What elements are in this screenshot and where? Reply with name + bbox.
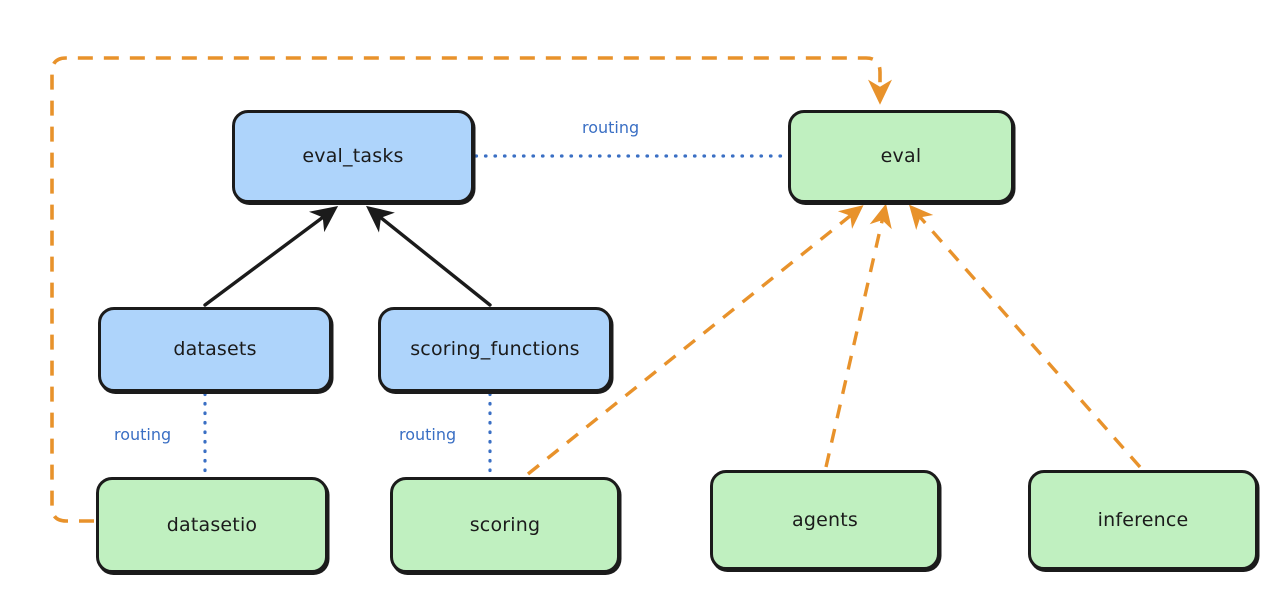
node-label-eval: eval	[880, 145, 922, 167]
node-scoring[interactable]: scoring	[390, 477, 620, 573]
edge-label-eval-routing: routing	[578, 118, 644, 138]
node-label-scoring: scoring	[469, 513, 541, 536]
node-label-datasets: datasets	[173, 338, 257, 360]
edge-datasets-to-eval-tasks	[203, 205, 339, 307]
node-datasetio[interactable]: datasetio	[96, 477, 328, 573]
edge-datasetio-to-eval	[50, 56, 892, 523]
node-label-agents: agents	[792, 508, 858, 531]
edge-inference-to-eval	[909, 204, 1142, 469]
node-label-datasetio: datasetio	[166, 513, 258, 536]
node-scoring-functions[interactable]: scoring_functions	[378, 307, 612, 392]
edge-scoring-functions-to-eval-tasks	[366, 205, 492, 307]
node-label-scoring-functions: scoring_functions	[410, 338, 580, 360]
edge-label-datasets-routing: routing	[110, 425, 176, 445]
edge-agents-to-eval	[824, 203, 892, 468]
edge-label-scoring-routing: routing	[395, 425, 461, 445]
node-label-inference: inference	[1097, 508, 1189, 531]
edge-scoring-to-eval	[526, 205, 864, 476]
node-label-eval-tasks: eval_tasks	[302, 145, 404, 167]
node-inference[interactable]: inference	[1028, 470, 1258, 570]
node-agents[interactable]: agents	[710, 470, 940, 570]
node-eval-tasks[interactable]: eval_tasks	[232, 110, 474, 203]
node-datasets[interactable]: datasets	[98, 307, 332, 392]
node-eval[interactable]: eval	[788, 110, 1014, 203]
